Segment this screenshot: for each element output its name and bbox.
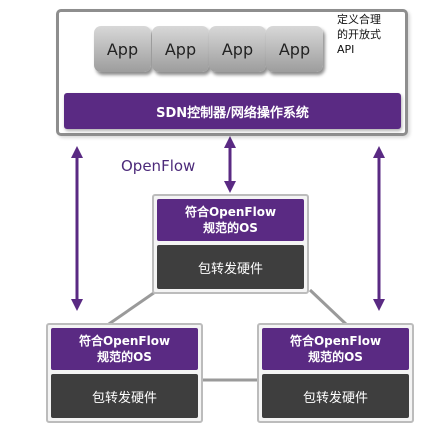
app-box-1: App (94, 26, 151, 72)
switch-bottom-left: 符合OpenFlow 规范的OS 包转发硬件 (46, 323, 203, 423)
switch-top: 符合OpenFlow 规范的OS 包转发硬件 (152, 194, 309, 294)
switch-os-label: 符合OpenFlow 规范的OS (262, 328, 409, 370)
switch-hardware-label: 包转发硬件 (51, 374, 198, 418)
switch-bottom-right: 符合OpenFlow 规范的OS 包转发硬件 (257, 323, 414, 423)
app-box-2: App (152, 26, 209, 72)
switch-hardware-label: 包转发硬件 (157, 245, 304, 289)
app-box-4: App (266, 26, 323, 72)
switch-hardware-label: 包转发硬件 (262, 374, 409, 418)
sdn-controller-bar: SDN控制器/网络操作系统 (64, 93, 401, 129)
open-api-label: 定义合理 的开放式 API (337, 13, 381, 56)
switch-link-top-left (105, 288, 159, 328)
switch-os-label: 符合OpenFlow 规范的OS (51, 328, 198, 370)
switch-link-top-right (308, 288, 350, 328)
app-box-3: App (209, 26, 266, 72)
switch-os-label: 符合OpenFlow 规范的OS (157, 199, 304, 241)
openflow-label: OpenFlow (121, 157, 196, 175)
